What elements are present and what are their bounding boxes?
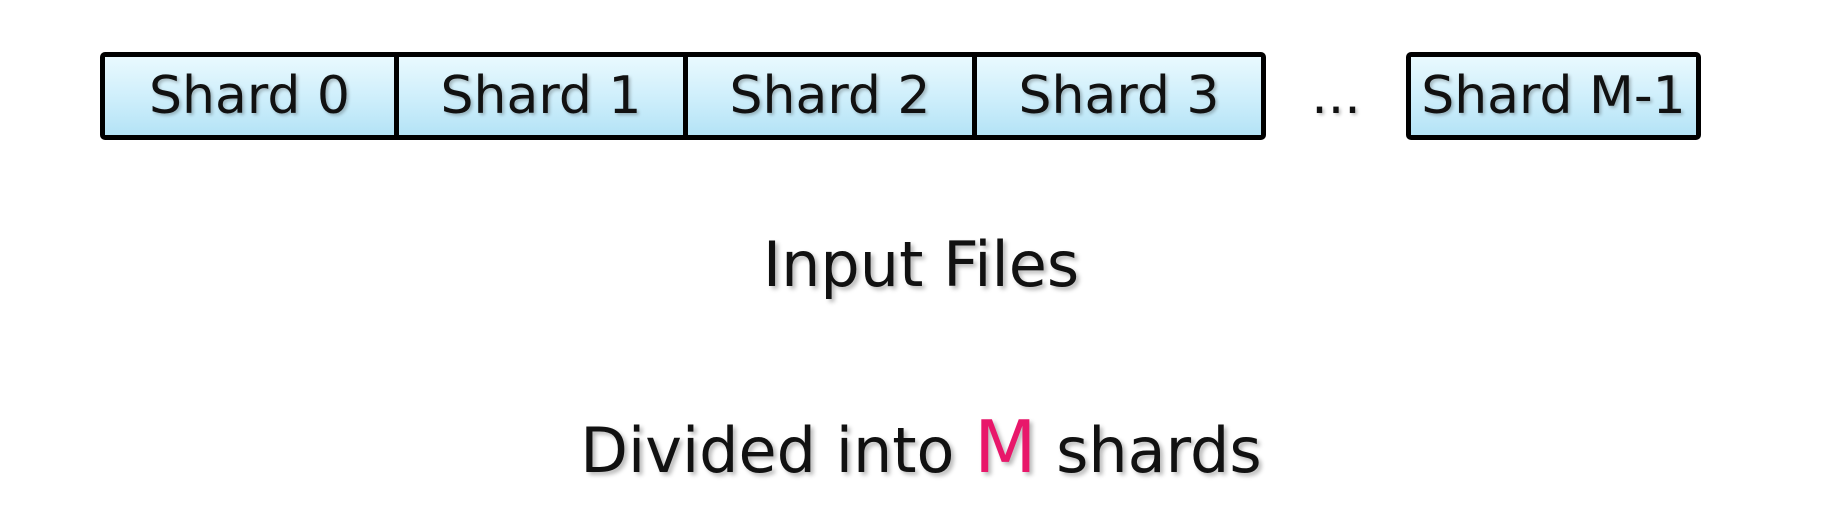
shard-box: Shard 2 [683, 57, 972, 135]
shard-box-last: Shard M-1 [1406, 52, 1701, 140]
shard-ellipsis: ... [1311, 66, 1361, 126]
divided-suffix: shards [1056, 414, 1262, 487]
divided-caption: Divided into M shards [0, 405, 1842, 489]
shard-box: Shard 1 [394, 57, 683, 135]
shard-row: Shard 0 Shard 1 Shard 2 Shard 3 ... Shar… [100, 52, 1701, 140]
divided-prefix: Divided into [580, 414, 955, 487]
shard-box: Shard 3 [972, 57, 1261, 135]
shard-box: Shard 0 [105, 57, 394, 135]
divided-highlight: M [974, 405, 1037, 489]
shard-group: Shard 0 Shard 1 Shard 2 Shard 3 [100, 52, 1266, 140]
input-files-label: Input Files [762, 228, 1080, 301]
